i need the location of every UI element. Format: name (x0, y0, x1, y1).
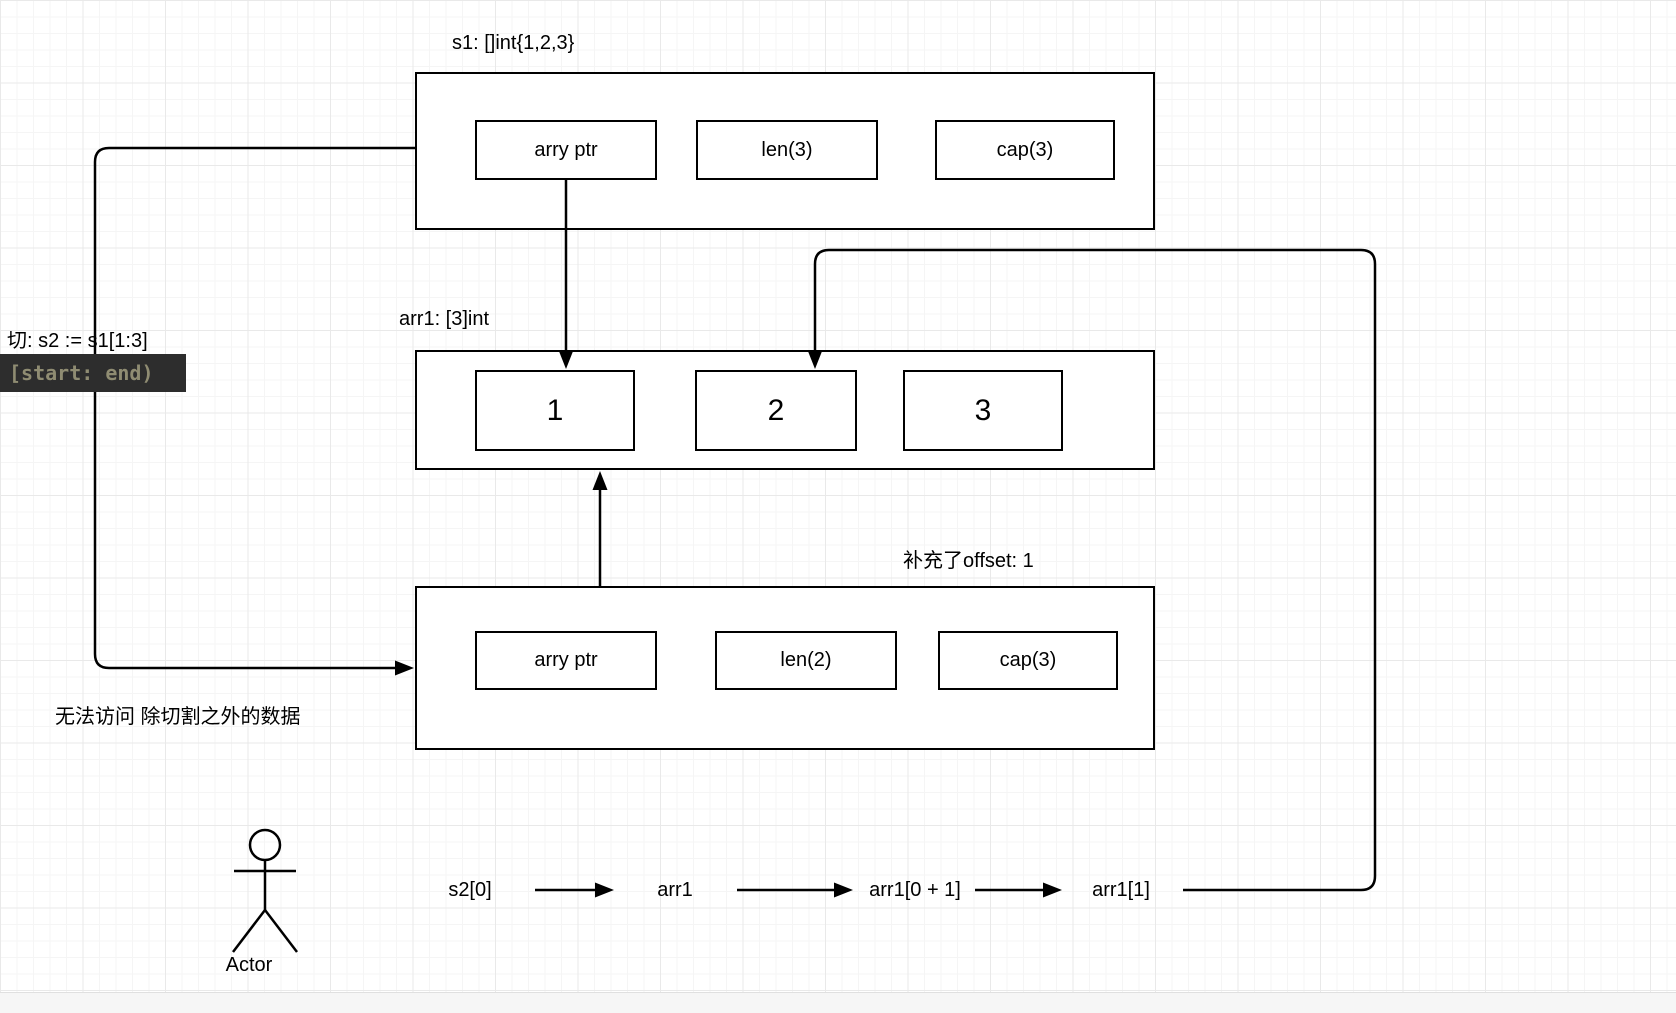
flow-step-arr1-0-plus-1[interactable]: arr1[0 + 1] (869, 878, 961, 901)
flow-arrow-1[interactable] (535, 882, 614, 898)
flow-step-arr1-1[interactable]: arr1[1] (1092, 878, 1150, 901)
no-access-note[interactable]: 无法访问 除切割之外的数据 (55, 706, 301, 728)
horizontal-scrollbar-track[interactable] (0, 992, 1676, 1013)
flow-arrow-2[interactable] (737, 882, 853, 898)
flow-step-s2-0[interactable]: s2[0] (448, 878, 492, 901)
flow-step-arr1[interactable]: arr1 (657, 878, 693, 901)
s2-cell-arry-ptr[interactable]: arry ptr (475, 631, 657, 690)
slice-expression-note[interactable]: 切: s2 := s1[1:3] (7, 330, 148, 352)
actor-figure[interactable] (232, 828, 298, 953)
s1-ptr-to-arr1-arrow[interactable] (558, 180, 574, 369)
s1-box-title[interactable]: s1: []int{1,2,3} (452, 32, 575, 54)
s2-cell-cap[interactable]: cap(3) (938, 631, 1118, 690)
s1-cell-len[interactable]: len(3) (696, 120, 878, 180)
actor-label[interactable]: Actor (225, 954, 273, 976)
s1-cell-cap[interactable]: cap(3) (935, 120, 1115, 180)
range-syntax-badge[interactable]: [start: end) (0, 354, 186, 392)
s2-box-title[interactable]: 补充了offset: 1 (903, 550, 1034, 572)
arr1-cell-3[interactable]: 3 (903, 370, 1063, 451)
arr1-cell-2[interactable]: 2 (695, 370, 857, 451)
arr1-box-title[interactable]: arr1: [3]int (399, 308, 490, 330)
s1-to-s2-loop-arrow[interactable] (93, 146, 415, 676)
s1-cell-arry-ptr[interactable]: arry ptr (475, 120, 657, 180)
s2-ptr-to-arr1-arrow[interactable] (592, 471, 608, 586)
s2-cell-len[interactable]: len(2) (715, 631, 897, 690)
arr1-index-loop-arrow[interactable] (807, 248, 1377, 892)
arr1-cell-1[interactable]: 1 (475, 370, 635, 451)
flow-arrow-3[interactable] (975, 882, 1062, 898)
